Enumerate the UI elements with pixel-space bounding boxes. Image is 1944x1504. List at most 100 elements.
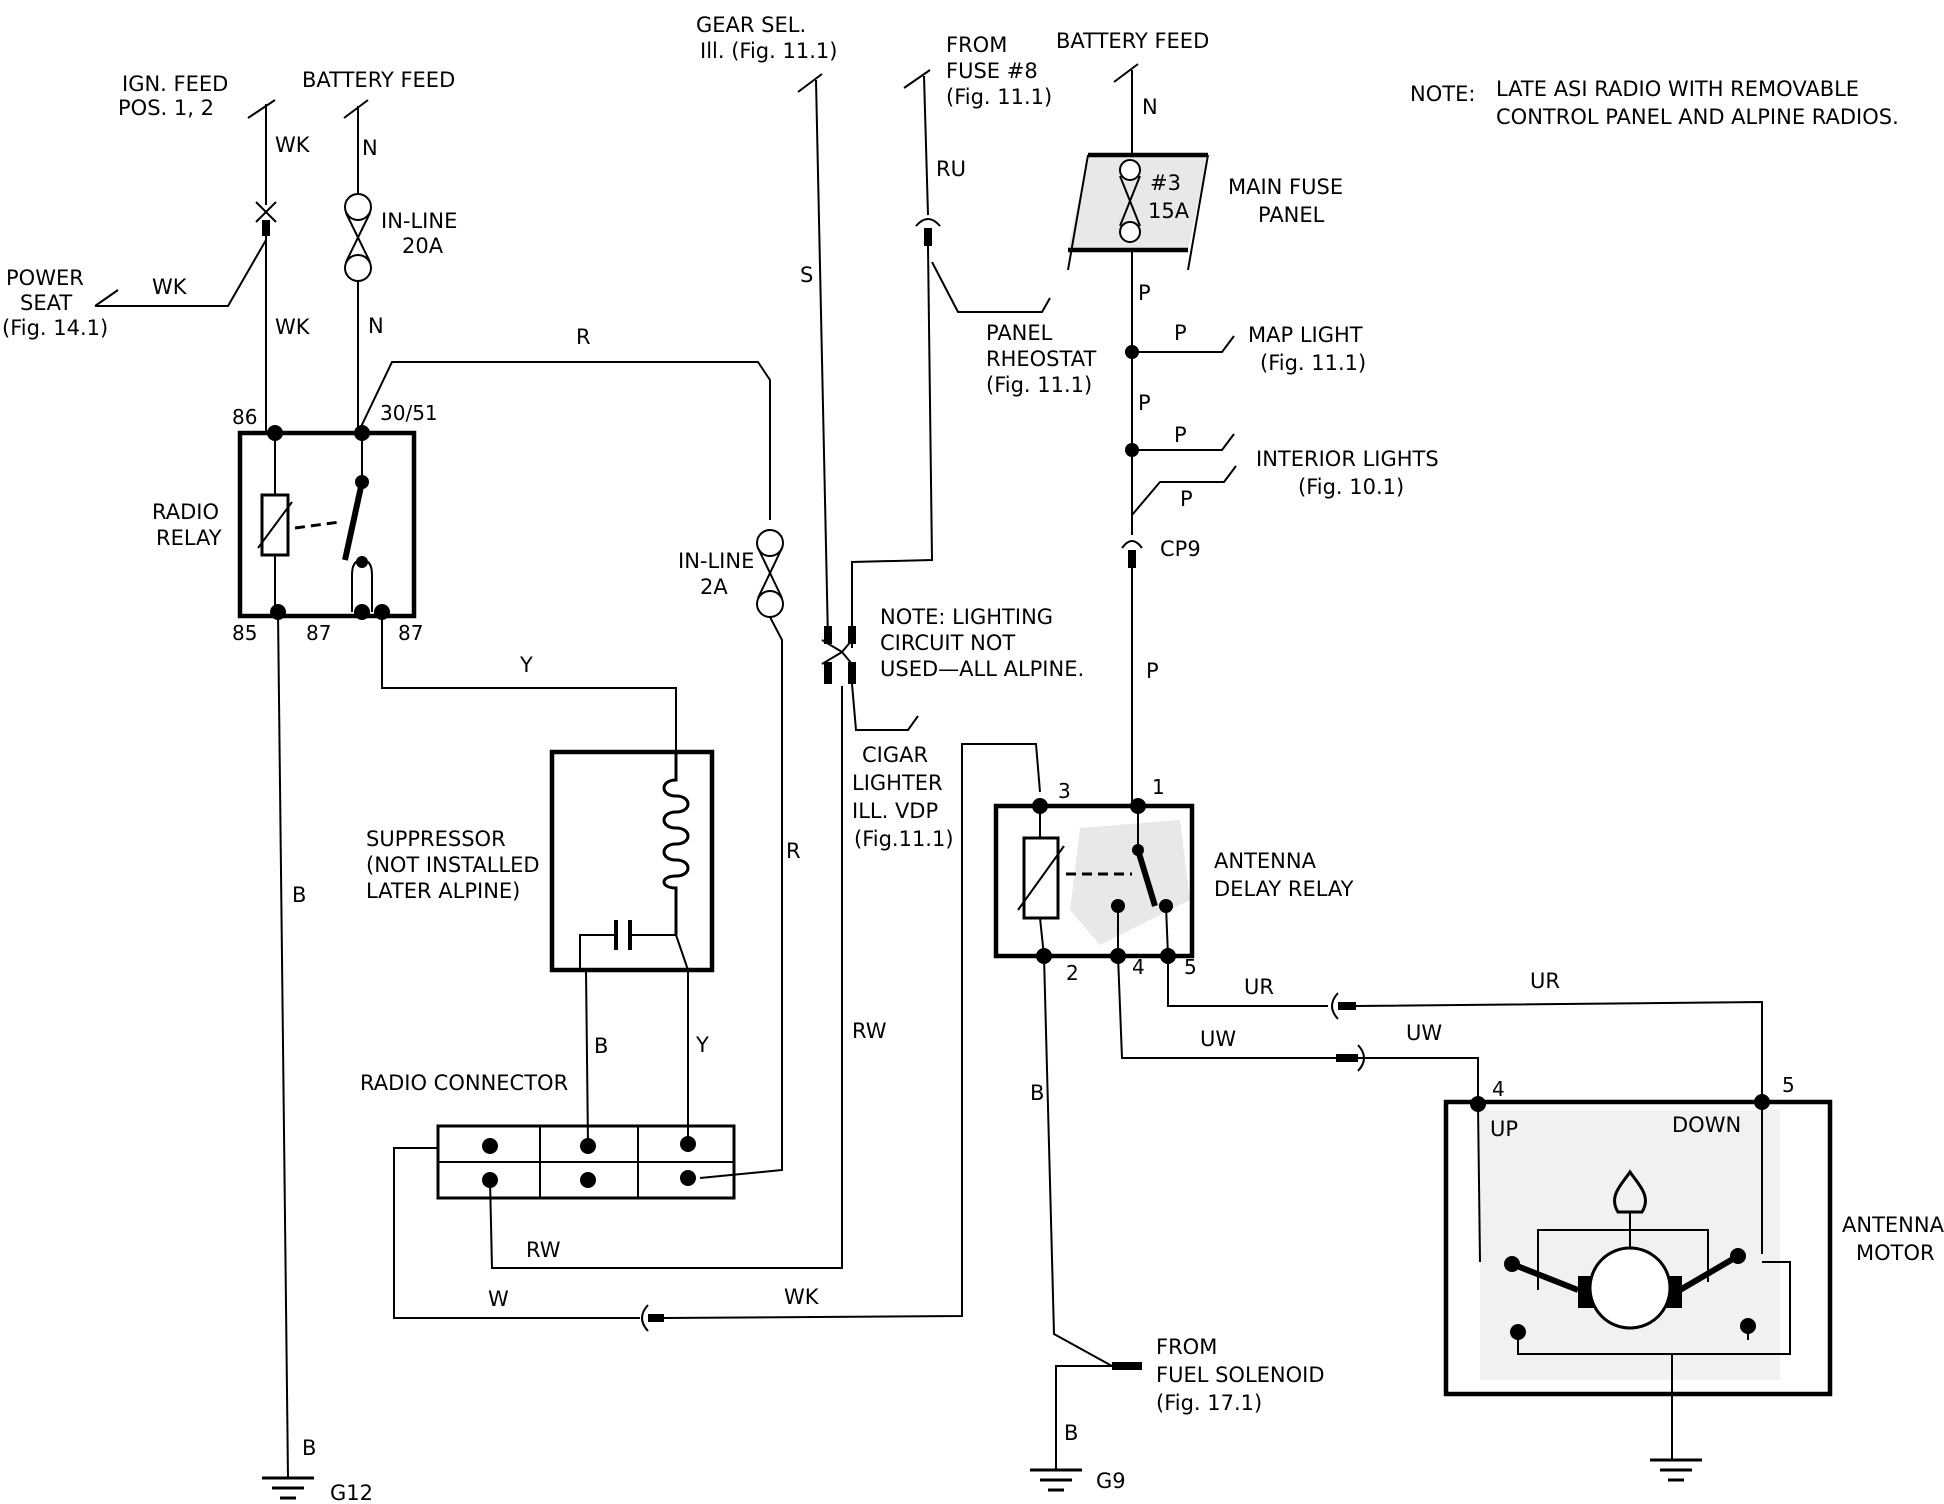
- from-fuse-label: FROM: [946, 33, 1007, 57]
- note-label: NOTE:: [1410, 82, 1475, 106]
- inline-20a-rating: 20A: [402, 234, 444, 258]
- wire-p2: P: [1138, 391, 1151, 415]
- relay-switch-arm-icon: [342, 481, 365, 561]
- inline-fuse-20a-icon: [344, 193, 372, 282]
- main-fuse-label-2: PANEL: [1258, 203, 1325, 227]
- wire-wk-mid: WK: [275, 315, 311, 339]
- cigar-lighter-circuit: NOTE: LIGHTING CIRCUIT NOT USED—ALL ALPI…: [821, 605, 1084, 851]
- motor-up-switch-icon: [1510, 1261, 1580, 1293]
- from-fuel-label: FROM: [1156, 1335, 1217, 1359]
- gear-sel-fig-label: Ill. (Fig. 11.1): [700, 39, 837, 63]
- connector-pin-icon: [482, 1138, 498, 1154]
- ru-connector-icon: [915, 218, 941, 227]
- motor-down-switch-icon: [1678, 1253, 1740, 1293]
- delay-pin-5: 5: [1184, 955, 1197, 979]
- antenna-motor-label-2: MOTOR: [1856, 1241, 1935, 1265]
- motor-down-label: DOWN: [1672, 1113, 1741, 1137]
- fuse-rating: 15A: [1148, 199, 1190, 223]
- wire-wk-low: WK: [784, 1285, 820, 1309]
- wire-n-fuse: N: [1142, 95, 1158, 119]
- radio-relay-label: RADIO: [152, 500, 219, 524]
- note-text-line2: CONTROL PANEL AND ALPINE RADIOS.: [1496, 105, 1899, 129]
- r-wire-circuit: R IN-LINE 2A R: [357, 325, 801, 1179]
- main-fuse-label: MAIN FUSE: [1228, 175, 1343, 199]
- suppressor-note-2: LATER ALPINE): [366, 879, 520, 903]
- wire-n-mid: N: [368, 314, 384, 338]
- r-wire-top: [357, 361, 771, 520]
- motor-pin-5: 5: [1782, 1073, 1795, 1097]
- wire-wk-seat: WK: [152, 275, 188, 299]
- wire-w-low: W: [488, 1287, 509, 1311]
- antenna-delay-relay-box: [993, 803, 1195, 959]
- antenna-motor-box: [1443, 1099, 1833, 1397]
- motor-pin-4: 4: [1492, 1077, 1505, 1101]
- wire-b-left: B: [292, 883, 306, 907]
- pin-86: 86: [232, 405, 257, 429]
- from-fuel-fig: (Fig. 17.1): [1156, 1391, 1262, 1415]
- power-seat-wire: [95, 239, 267, 307]
- motor-armature-icon: [1588, 1246, 1672, 1330]
- ignition-feed-circuit: IGN. FEED POS. 1, 2 WK WK WK POWER SEAT …: [2, 72, 311, 433]
- power-seat-stub: [94, 289, 119, 307]
- suppressor-note-1: (NOT INSTALLED: [366, 853, 540, 877]
- suppressor-coil-icon: [662, 752, 690, 935]
- lower-wires: RW W WK RW: [393, 686, 1041, 1332]
- gear-select-circuit: GEAR SEL. Ill. (Fig. 11.1) S: [696, 13, 837, 641]
- antenna-delay-label: ANTENNA: [1214, 849, 1317, 873]
- cigar-lighter-fig: (Fig.11.1): [854, 827, 954, 851]
- battery-feed-right-label: BATTERY FEED: [1056, 29, 1209, 53]
- radio-relay-label-2: RELAY: [156, 526, 222, 550]
- delay-relay-switch-icon: [1135, 849, 1158, 907]
- wire-b-g12: B: [302, 1436, 316, 1460]
- y-wire-circuit: Y: [381, 612, 677, 752]
- ur-connector-icon: [1331, 992, 1339, 1020]
- wire-ur1: UR: [1244, 975, 1274, 999]
- wire-uw2: UW: [1406, 1021, 1442, 1045]
- lighting-note-2: CIRCUIT NOT: [880, 631, 1015, 655]
- antenna-motor-label: ANTENNA: [1842, 1213, 1944, 1237]
- lighting-note-3: USED—ALL ALPINE.: [880, 657, 1084, 681]
- cp9-label: CP9: [1160, 537, 1201, 561]
- map-light-label: MAP LIGHT: [1248, 323, 1363, 347]
- wire-b-supp: B: [594, 1034, 608, 1058]
- main-fuse-circuit: BATTERY FEED N #3 15A MAIN FUSE PANEL P …: [1056, 29, 1439, 806]
- cp9-connector-icon: [1121, 540, 1143, 549]
- inline-20a-label: IN-LINE: [381, 209, 457, 233]
- fuse8-circuit: FROM FUSE #8 (Fig. 11.1) RU PANEL RHEOST…: [851, 33, 1096, 648]
- wire-p-int2: P: [1180, 487, 1193, 511]
- antenna-motor-wires: UR UR UW UW: [1117, 955, 1763, 1104]
- wire-y-supp: Y: [695, 1033, 709, 1057]
- map-light-fig: (Fig. 11.1): [1260, 351, 1366, 375]
- ign-connector-pin-icon: [262, 220, 270, 236]
- wire-b-g9: B: [1064, 1421, 1078, 1445]
- wire-p-int1: P: [1174, 423, 1187, 447]
- wire-s: S: [800, 263, 813, 287]
- delay-pin-3: 3: [1058, 779, 1071, 803]
- from-fuse-fig: (Fig. 11.1): [946, 85, 1052, 109]
- panel-rheostat-label-2: RHEOSTAT: [986, 347, 1096, 371]
- lighting-note-1: NOTE: LIGHTING: [880, 605, 1053, 629]
- wire-ru: RU: [936, 157, 966, 181]
- radio-relay-box: [237, 430, 417, 619]
- gear-sel-label: GEAR SEL.: [696, 13, 806, 37]
- ground-g9-label: G9: [1096, 1469, 1126, 1493]
- power-seat-fig-label: (Fig. 14.1): [2, 316, 108, 340]
- ign-feed-label: IGN. FEED: [122, 72, 228, 96]
- pin-87-right: 87: [398, 621, 423, 645]
- note-text-line1: LATE ASI RADIO WITH REMOVABLE: [1496, 77, 1859, 101]
- from-fuse-number: FUSE #8: [946, 59, 1038, 83]
- suppressor-label: SUPPRESSOR: [366, 827, 506, 851]
- ground-g12-label: G12: [330, 1481, 373, 1504]
- wire-uw1: UW: [1200, 1027, 1236, 1051]
- wire-b-ant: B: [1030, 1081, 1044, 1105]
- wire-p3: P: [1146, 659, 1159, 683]
- ign-connector-icon: [255, 201, 277, 223]
- antenna-motor: 4 5 UP DOWN ANTENNA MOTOR: [1443, 1073, 1944, 1482]
- wire-wk-top: WK: [275, 133, 311, 157]
- pin-87-left: 87: [306, 621, 331, 645]
- inline-2a-label: IN-LINE: [678, 549, 754, 573]
- ground-g9-icon: [1030, 1468, 1082, 1492]
- power-seat-label: POWER: [6, 266, 84, 290]
- pin-30-51: 30/51: [380, 401, 438, 425]
